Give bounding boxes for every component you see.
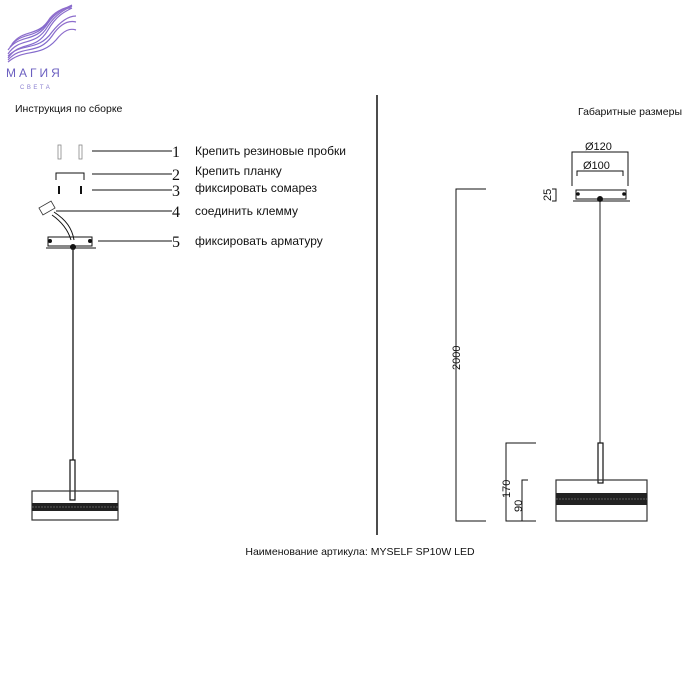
step-text: фиксировать арматуру <box>195 234 323 248</box>
step-number: 1 <box>172 144 180 161</box>
step-number: 2 <box>172 167 180 184</box>
step-3: 3 фиксировать сомарез <box>92 181 318 200</box>
dimension-drawing: Ø120 Ø100 25 2000 170 90 <box>451 141 648 522</box>
logo-subtext: СВЕТА <box>20 85 52 91</box>
step-text: фиксировать сомарез <box>195 181 318 195</box>
cord-holder <box>69 459 76 501</box>
shade-body-line <box>521 479 536 522</box>
logo-text: МАГИЯ <box>6 66 63 80</box>
assembly-title: Инструкция по сборке <box>15 103 123 115</box>
step-number: 3 <box>172 183 180 200</box>
canopy-height-line <box>552 188 557 202</box>
screw-icon <box>58 186 82 194</box>
canopy-icon <box>46 236 96 250</box>
step-4: 4 соединить клемму <box>56 204 298 221</box>
terminal-block-icon <box>38 200 75 241</box>
total-height-label: 2000 <box>451 346 463 370</box>
step-number: 4 <box>172 204 180 221</box>
outer-diameter-line <box>571 151 629 186</box>
step-text: Крепить резиновые пробки <box>195 144 346 158</box>
inner-diameter-label: Ø100 <box>583 160 610 172</box>
lamp-shade <box>555 479 648 522</box>
step-5: 5 фиксировать арматуру <box>98 234 323 251</box>
step-1: 1 Крепить резиновые пробки <box>92 144 346 161</box>
outer-diameter-label: Ø120 <box>585 141 612 153</box>
canopy <box>573 189 630 202</box>
shade-height-label: 170 <box>501 480 513 498</box>
inner-diameter-line <box>576 170 624 176</box>
lamp-shade <box>31 490 119 521</box>
exploded-drawing <box>31 144 119 521</box>
cord-holder <box>597 442 604 484</box>
canopy-height-label: 25 <box>542 189 554 201</box>
step-text: соединить клемму <box>195 204 298 218</box>
bracket-icon <box>55 172 85 180</box>
wall-plug-icon <box>78 144 83 160</box>
step-2: 2 Крепить планку <box>92 164 282 184</box>
step-text: Крепить планку <box>195 164 282 178</box>
assembly-steps: 1 Крепить резиновые пробки 2 Крепить пла… <box>56 144 346 251</box>
wall-plug-icon <box>57 144 62 160</box>
brand-logo: МАГИЯ СВЕТА <box>6 4 77 91</box>
dimensions-title: Габаритные размеры <box>578 106 682 118</box>
step-number: 5 <box>172 234 180 251</box>
shade-body-label: 90 <box>513 500 525 512</box>
shade-height-line <box>505 442 536 522</box>
total-height-line <box>455 188 486 522</box>
article-name: Наименование артикула: MYSELF SP10W LED <box>245 546 475 558</box>
